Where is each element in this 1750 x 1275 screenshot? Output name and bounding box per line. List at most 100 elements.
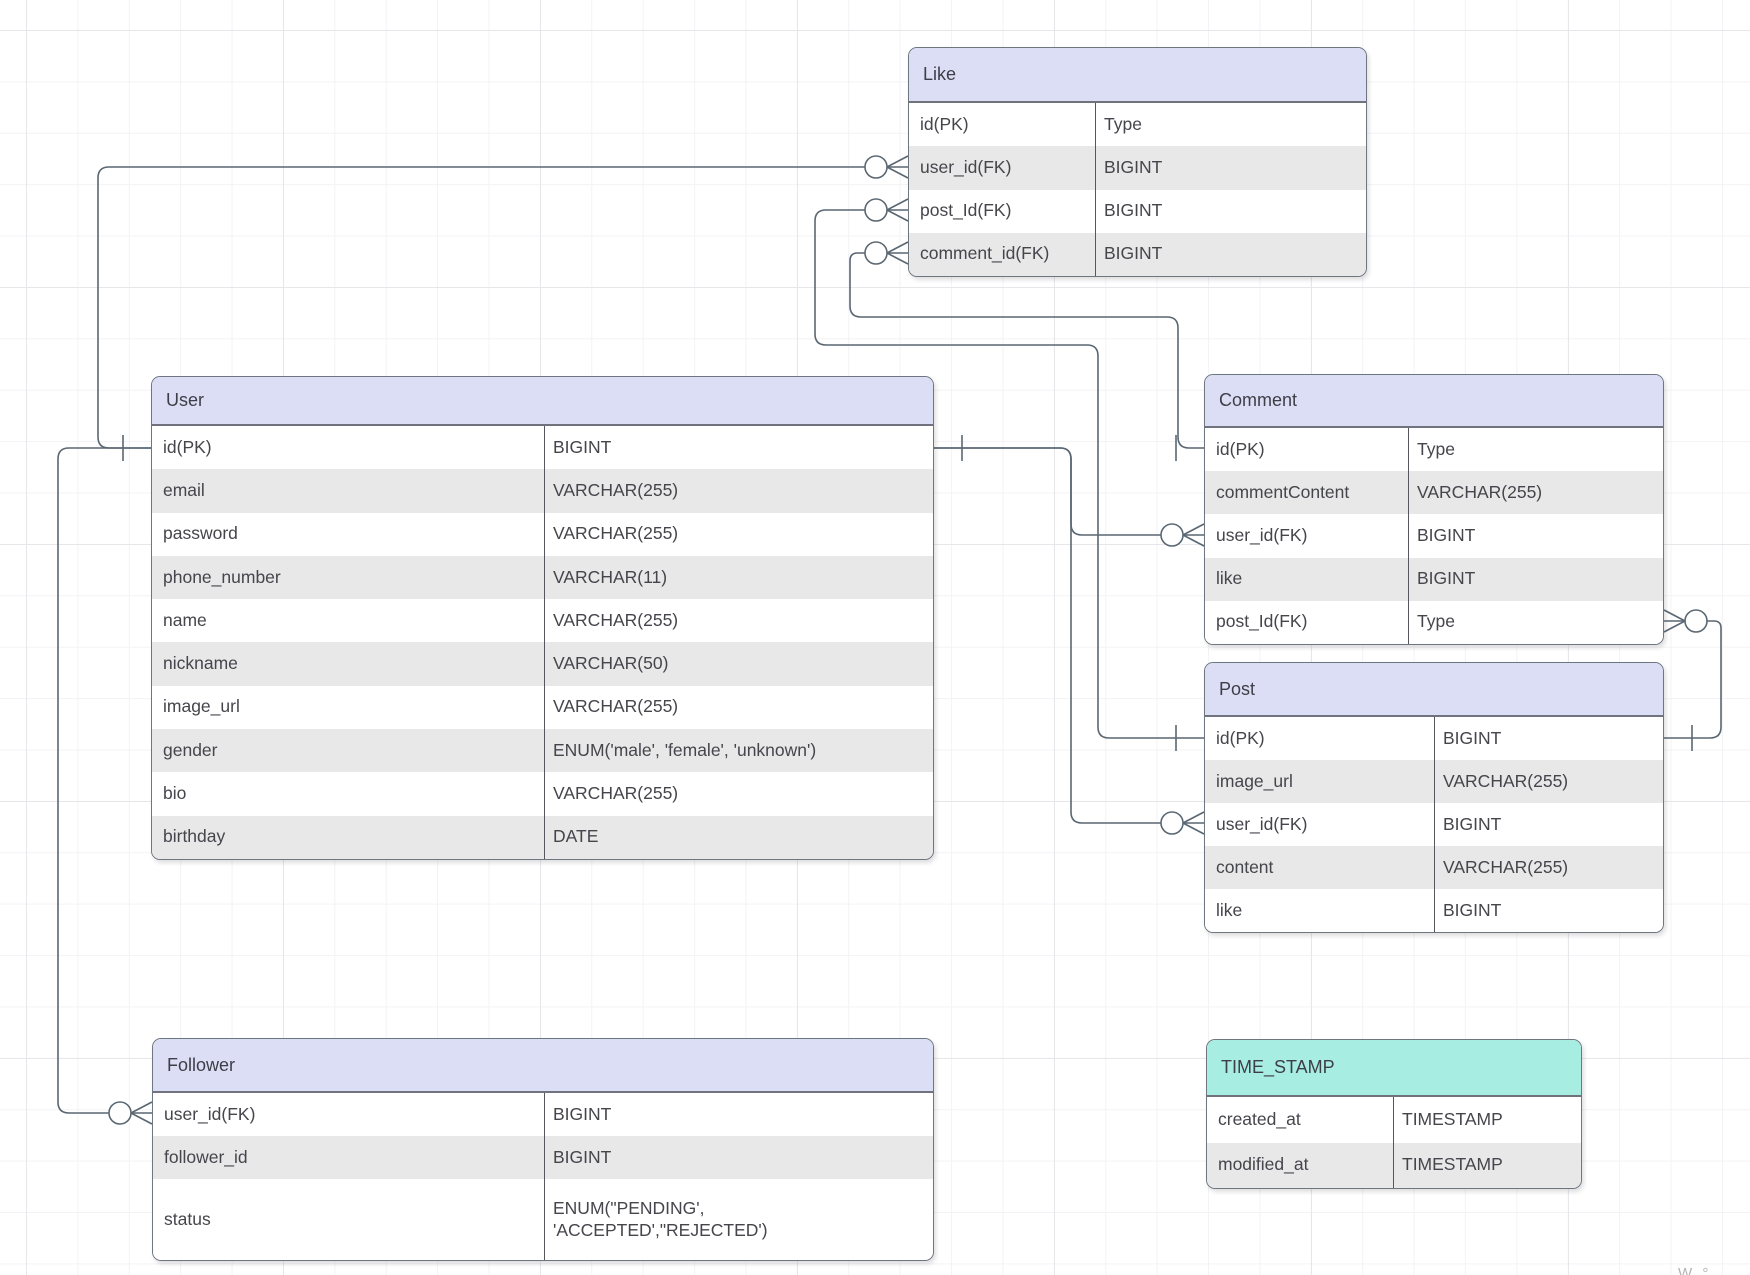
attribute-name: email [163,480,205,500]
entity-header-time_stamp[interactable]: TIME_STAMP [1207,1040,1581,1097]
attribute-row-user-7[interactable]: gender ENUM('male', 'female', 'unknown') [152,729,933,773]
entity-title: Post [1219,678,1256,699]
attribute-type: BIGINT [1095,189,1366,233]
entity-header-like[interactable]: Like [909,48,1366,103]
attribute-name: user_id(FK) [920,156,1012,177]
attribute-name: commentContent [1216,481,1350,502]
attribute-name: id(PK) [1216,438,1265,459]
attribute-type: ENUM('male', 'female', 'unknown') [544,729,933,773]
edge-like-comment[interactable] [849,241,1204,461]
attribute-row-user-5[interactable]: nickname VARCHAR(50) [152,642,933,686]
crow-foot-many-circle-icon [1160,811,1205,835]
attribute-type: BIGINT [1408,514,1663,558]
attribute-name: name [163,609,207,630]
edge-user-post[interactable] [934,447,1205,835]
attribute-type: VARCHAR(255) [1434,846,1663,889]
crow-foot-many-circle-icon [1663,609,1708,633]
attribute-name: nickname [163,653,238,674]
entity-header-follower[interactable]: Follower [153,1039,933,1093]
attribute-type: VARCHAR(255) [1434,760,1663,803]
attribute-type: BIGINT [544,426,933,470]
attribute-name: bio [163,783,187,804]
attribute-name: comment_id(FK) [920,243,1050,264]
attribute-name: post_Id(FK) [1216,611,1308,632]
attribute-name: id(PK) [1216,727,1265,748]
attribute-name: like [1216,568,1243,589]
attribute-type: VARCHAR(255) [544,599,933,643]
attribute-row-like-2[interactable]: post_Id(FK) BIGINT [909,189,1366,233]
attribute-type: ENUM("PENDING', 'ACCEPTED',"REJECTED') [544,1179,933,1260]
edge-user-follower[interactable] [57,447,153,1125]
attribute-name: modified_at [1218,1154,1309,1175]
attribute-type: VARCHAR(50) [544,642,933,686]
attribute-name: user_id(FK) [1216,525,1308,546]
attribute-row-user-4[interactable]: name VARCHAR(255) [152,599,933,643]
entity-table-follower[interactable]: Follower user_id(FK) BIGINT follower_id BIGI… [152,1038,934,1261]
attribute-row-comment-4[interactable]: post_Id(FK)Type [1205,600,1663,644]
crow-foot-many-circle-icon [864,155,909,179]
attribute-row-post-0[interactable]: id(PK) BIGINT [1205,717,1663,760]
attribute-type: VARCHAR(255) [544,469,933,513]
attribute-row-user-1[interactable]: email VARCHAR(255) [152,469,933,513]
entity-title: Like [923,64,957,84]
attribute-row-user-9[interactable]: birthday DATE [152,815,933,859]
attribute-row-comment-0[interactable]: id(PK)Type [1205,428,1663,472]
entity-title: Comment [1219,390,1298,410]
attribute-type: DATE [544,815,933,859]
attribute-row-like-1[interactable]: user_id(FK)BIGINT [909,146,1366,190]
attribute-name: birthday [163,826,226,847]
attribute-name: gender [163,739,218,760]
attribute-type: BIGINT [1434,889,1663,932]
attribute-row-follower-1[interactable]: follower_id BIGINT [153,1136,933,1179]
attribute-name: user_id(FK) [164,1103,256,1124]
attribute-name: id(PK) [920,113,969,134]
attribute-name: follower_id [164,1146,248,1167]
attribute-row-follower-0[interactable]: user_id(FK) BIGINT [153,1093,933,1136]
attribute-type: VARCHAR(255) [544,772,933,816]
watermark-fragment: W ° [1678,1265,1712,1275]
attribute-row-post-1[interactable]: image_url VARCHAR(255) [1205,760,1663,803]
crow-foot-many-circle-icon [1160,523,1205,547]
attribute-row-post-2[interactable]: user_id(FK)BIGINT [1205,803,1663,846]
attribute-row-follower-2[interactable]: status ENUM("PENDING', 'ACCEPTED',"REJECT… [153,1179,933,1260]
attribute-name: post_Id(FK) [920,200,1012,221]
attribute-name: image_url [163,696,240,717]
attribute-row-comment-2[interactable]: user_id(FK) BIGINT [1205,514,1663,558]
attribute-type: TIMESTAMP [1393,1097,1581,1143]
entity-header-post[interactable]: Post [1205,663,1663,717]
attribute-name: image_url [1216,770,1293,791]
attribute-type: VARCHAR(11) [544,555,933,600]
attribute-name: status [164,1208,211,1229]
attribute-row-like-3[interactable]: comment_id(FK)BIGINT [909,232,1366,276]
entity-header-user[interactable]: User [152,377,933,426]
attribute-type: BIGINT [544,1136,933,1179]
attribute-row-user-6[interactable]: image_url VARCHAR(255) [152,685,933,730]
attribute-row-user-8[interactable]: bio VARCHAR(255) [152,772,933,816]
edge-like-post[interactable] [814,198,1204,751]
attribute-type: BIGINT [1434,717,1663,760]
attribute-type: VARCHAR(255) [544,512,933,556]
edge-comment-post[interactable] [1663,609,1722,751]
attribute-type: BIGINT [544,1093,933,1136]
attribute-type: VARCHAR(255) [544,685,933,730]
attribute-name: user_id(FK) [1216,813,1308,834]
entity-header-comment[interactable]: Comment [1205,375,1663,428]
attribute-row-user-0[interactable]: id(PK)BIGINT [152,426,933,470]
attribute-row-like-0[interactable]: id(PK)Type [909,103,1366,147]
entity-title: User [166,390,205,410]
